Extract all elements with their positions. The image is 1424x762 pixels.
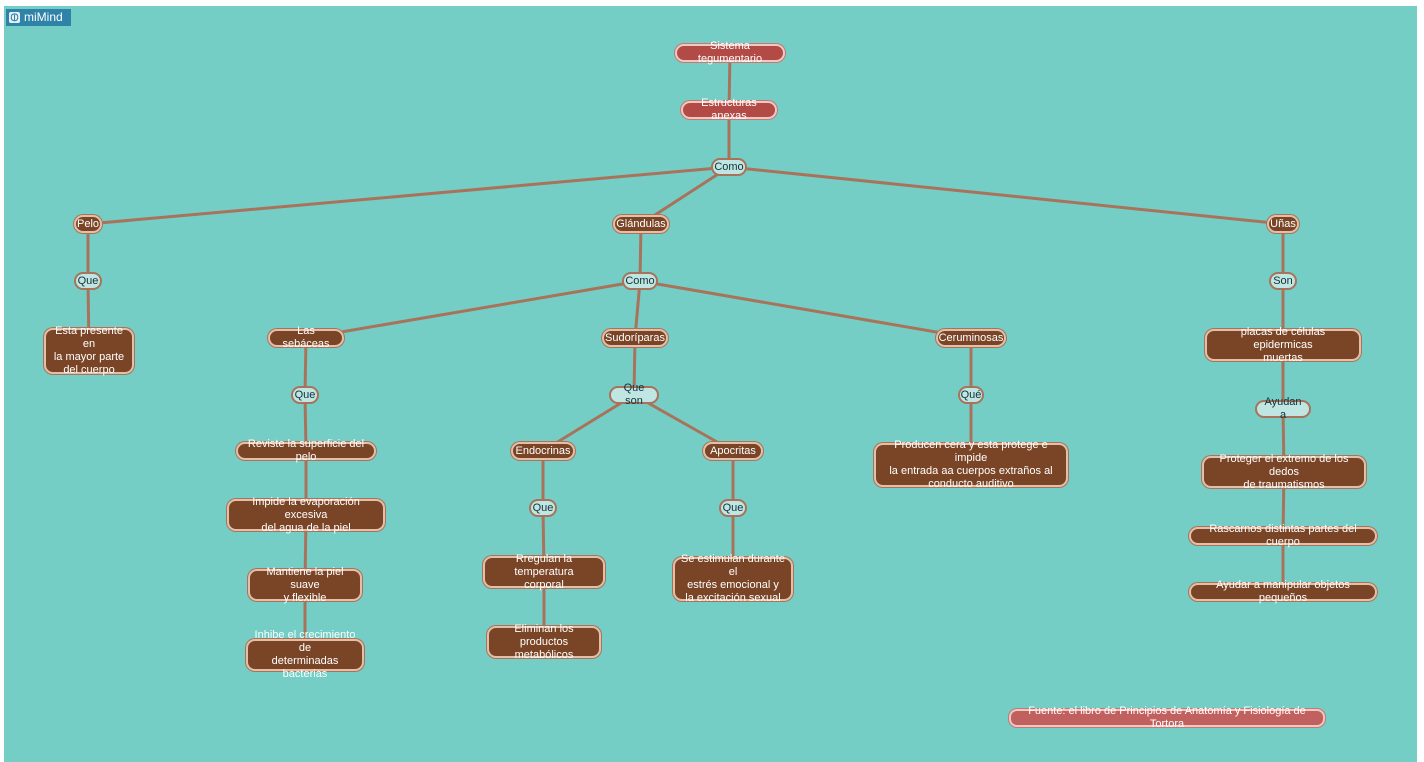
link-label-ayudan[interactable]: Ayudan a: [1255, 396, 1311, 421]
concept-node-seb3[interactable]: Mantiene la piel suave y flexible: [248, 566, 362, 604]
source-note-fuente[interactable]: Fuente: el libro de Principios de Anatom…: [1009, 705, 1325, 730]
concept-node-unas2[interactable]: Proteger el extremo de los dedos de trau…: [1202, 453, 1366, 491]
concept-node-apocritas[interactable]: Apocritas: [703, 442, 763, 460]
concept-node-apo1[interactable]: Se estimulan durante el estrés emocional…: [673, 553, 793, 604]
concept-node-endo2[interactable]: Eliminan los productos metabólicos: [487, 623, 601, 661]
app-name: miMind: [24, 10, 63, 24]
brain-icon: [9, 12, 20, 23]
link-label-que_pelo[interactable]: Que: [74, 272, 102, 290]
concept-node-root[interactable]: Sistema tegumentario: [675, 40, 785, 65]
concept-node-sudoriparas[interactable]: Sudoríparas: [602, 329, 668, 347]
concept-node-seb4[interactable]: Inhibe el crecimiento de determinadas ba…: [246, 629, 364, 680]
app-badge[interactable]: miMind: [6, 9, 71, 26]
concept-node-anexas[interactable]: Estructuras anexas: [681, 97, 777, 122]
concept-node-endocrinas[interactable]: Endocrinas: [511, 442, 575, 460]
link-label-que_cer[interactable]: Qué: [958, 386, 984, 404]
concept-node-unas1[interactable]: placas de células epidermicas muertas: [1205, 326, 1361, 364]
mindmap-canvas[interactable]: [4, 6, 1417, 762]
concept-node-unas4[interactable]: Ayudar a manipular objetos pequeños: [1189, 579, 1377, 604]
concept-node-endo1[interactable]: Rregulan la temperatura corporal: [483, 553, 605, 591]
concept-node-ceruminosas[interactable]: Ceruminosas: [936, 329, 1006, 347]
link-label-como1[interactable]: Como: [711, 158, 747, 176]
concept-node-pelo_desc[interactable]: Esta presente en la mayor parte del cuer…: [44, 325, 134, 376]
concept-node-sebaceas[interactable]: Las sebáceas: [268, 325, 344, 350]
link-label-que_apo[interactable]: Que: [719, 499, 747, 517]
link-label-como2[interactable]: Como: [622, 272, 658, 290]
concept-node-glandulas[interactable]: Glándulas: [613, 215, 669, 233]
concept-node-seb1[interactable]: Reviste la superficie del pelo: [236, 438, 376, 463]
link-label-queson[interactable]: Que son: [609, 382, 659, 407]
link-label-que_seb[interactable]: Que: [291, 386, 319, 404]
concept-node-pelo[interactable]: Pelo: [74, 215, 102, 233]
concept-node-seb2[interactable]: Impide la evaporación excesiva del agua …: [227, 496, 385, 534]
concept-node-cer1[interactable]: Producen cera y esta protege e impide la…: [874, 439, 1068, 490]
link-label-que_endo[interactable]: Que: [529, 499, 557, 517]
link-label-son[interactable]: Son: [1269, 272, 1297, 290]
concept-node-unas[interactable]: Uñas: [1267, 215, 1299, 233]
concept-node-unas3[interactable]: Rascarnos distintas partes del cuerpo: [1189, 523, 1377, 548]
